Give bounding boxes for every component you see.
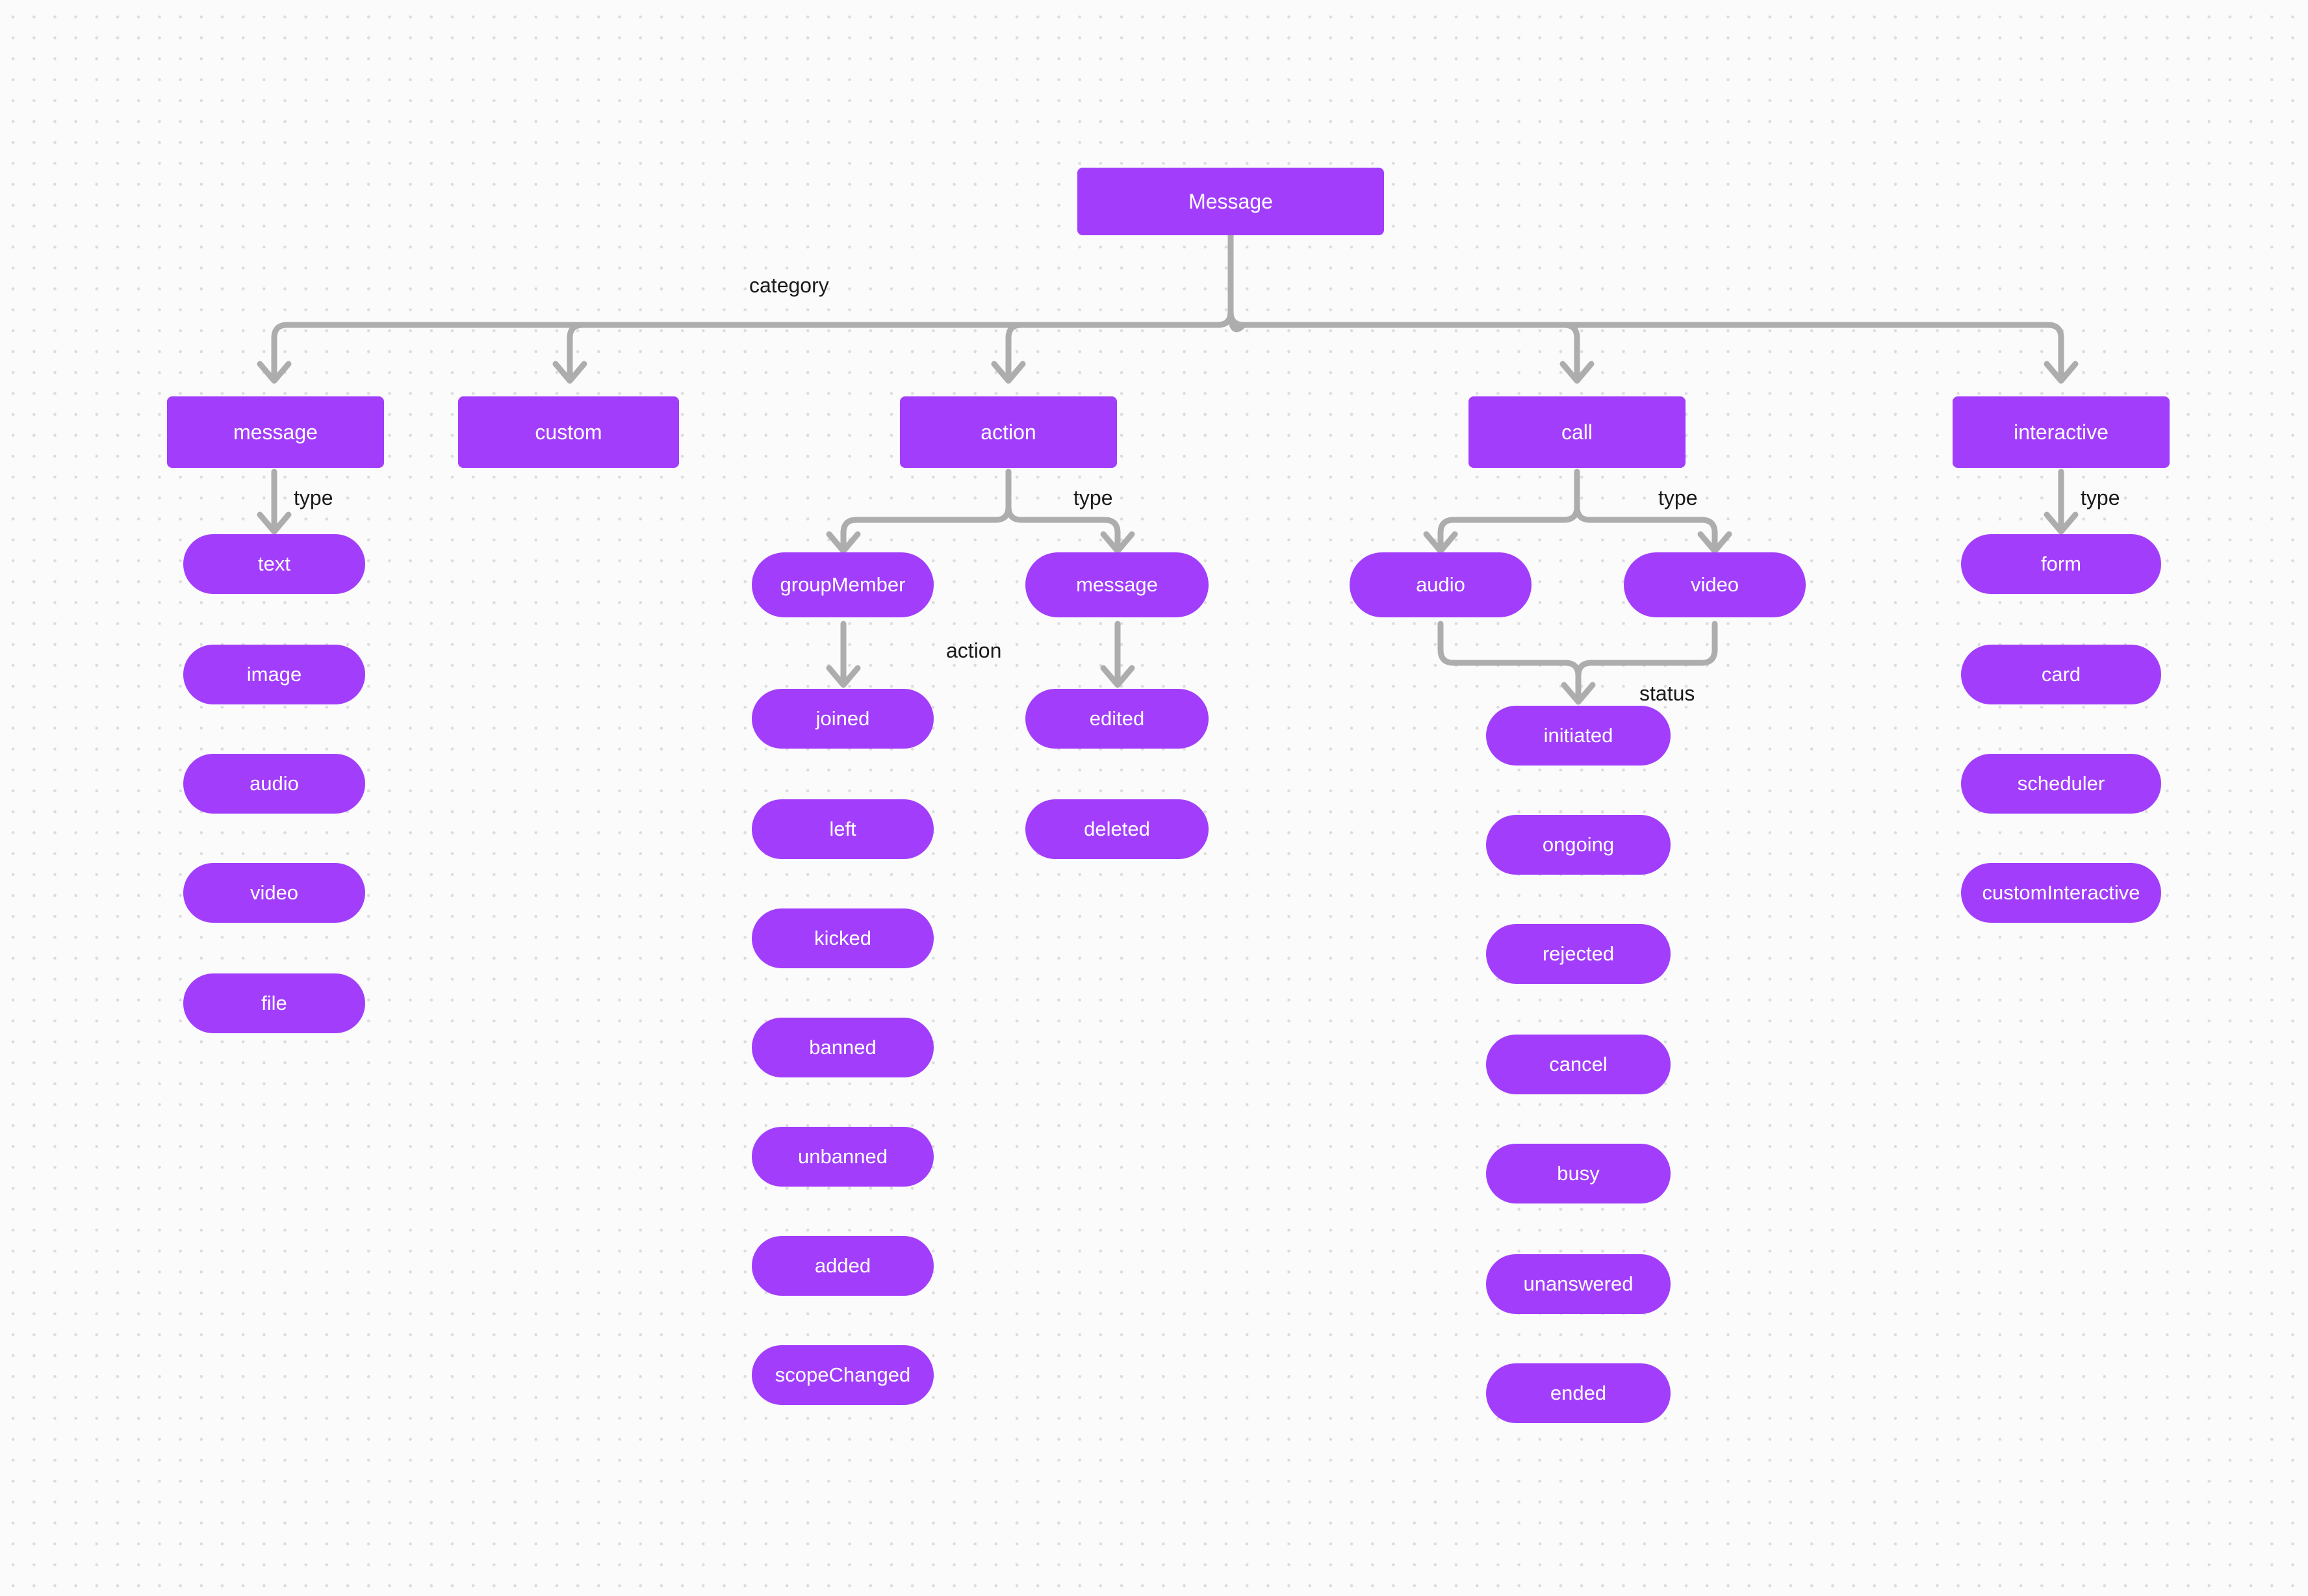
edge-root-to-call — [1227, 232, 1580, 379]
node-groupmember-action-joined[interactable]: joined — [752, 689, 934, 749]
node-call-status-rejected[interactable]: rejected — [1486, 924, 1671, 984]
node-interactive-type-card[interactable]: card — [1961, 645, 2161, 704]
node-message-type-video[interactable]: video — [183, 863, 365, 923]
node-groupmember-action-kicked[interactable]: kicked — [752, 908, 934, 968]
arrow-to-text — [260, 515, 288, 532]
arrow-to-interactive — [2047, 364, 2075, 381]
arrow-to-message — [260, 364, 288, 381]
node-groupmember-action-scopechanged[interactable]: scopeChanged — [752, 1345, 934, 1405]
edge-audio-to-initiated — [1437, 621, 1582, 700]
node-call-type-video[interactable]: video — [1624, 552, 1806, 617]
node-interactive-type-custominteractive[interactable]: customInteractive — [1961, 863, 2161, 923]
edge-root-to-interactive — [1227, 232, 2064, 379]
edge-label-call-type: type — [1658, 486, 1698, 509]
edge-call-to-audio — [1437, 469, 1580, 549]
node-call-status-unanswered[interactable]: unanswered — [1486, 1254, 1671, 1314]
node-call-status-ongoing[interactable]: ongoing — [1486, 815, 1671, 875]
node-message-type-file[interactable]: file — [183, 973, 365, 1033]
node-category-custom[interactable]: custom — [458, 396, 679, 468]
node-interactive-type-form[interactable]: form — [1961, 534, 2161, 594]
node-category-interactive[interactable]: interactive — [1953, 396, 2170, 468]
node-call-type-audio[interactable]: audio — [1350, 552, 1532, 617]
arrow-to-video — [1700, 534, 1729, 551]
node-call-status-ended[interactable]: ended — [1486, 1363, 1671, 1423]
node-action-type-groupmember[interactable]: groupMember — [752, 552, 934, 617]
node-groupmember-action-left[interactable]: left — [752, 799, 934, 859]
node-message-type-audio[interactable]: audio — [183, 754, 365, 814]
node-action-type-message[interactable]: message — [1025, 552, 1209, 617]
edge-label-action-action: action — [946, 639, 1002, 662]
node-message-type-text[interactable]: text — [183, 534, 365, 594]
arrow-to-edited — [1103, 668, 1132, 685]
node-category-action[interactable]: action — [900, 396, 1117, 468]
node-groupmember-action-added[interactable]: added — [752, 1236, 934, 1296]
edge-label-message-type: type — [294, 486, 333, 509]
arrow-to-messageaction — [1103, 534, 1132, 551]
node-message-action-edited[interactable]: edited — [1025, 689, 1209, 749]
arrow-to-initiated — [1564, 685, 1593, 702]
node-category-message[interactable]: message — [167, 396, 384, 468]
node-call-status-busy[interactable]: busy — [1486, 1144, 1671, 1203]
node-interactive-type-scheduler[interactable]: scheduler — [1961, 754, 2161, 814]
edge-action-to-groupmember — [840, 469, 1012, 549]
node-message-action-deleted[interactable]: deleted — [1025, 799, 1209, 859]
edge-label-category: category — [749, 274, 829, 297]
node-groupmember-action-banned[interactable]: banned — [752, 1018, 934, 1077]
node-message-root[interactable]: Message — [1077, 168, 1384, 235]
edge-root-to-message — [271, 232, 1234, 379]
arrow-to-groupmember — [829, 534, 858, 551]
node-call-status-initiated[interactable]: initiated — [1486, 706, 1671, 766]
edge-label-interactive-type: type — [2081, 486, 2120, 509]
edge-root-to-custom — [567, 232, 1234, 379]
edge-root-to-action — [1005, 232, 1234, 379]
node-message-type-image[interactable]: image — [183, 645, 365, 704]
node-groupmember-action-unbanned[interactable]: unbanned — [752, 1127, 934, 1187]
arrow-to-custom — [556, 364, 584, 381]
node-call-status-cancel[interactable]: cancel — [1486, 1035, 1671, 1094]
arrow-to-call — [1563, 364, 1591, 381]
arrow-to-audio — [1426, 534, 1455, 551]
node-category-call[interactable]: call — [1468, 396, 1686, 468]
arrow-to-joined — [829, 668, 858, 685]
edge-label-action-type: type — [1073, 486, 1113, 509]
arrow-to-form — [2047, 515, 2075, 532]
edge-label-call-status: status — [1639, 682, 1695, 705]
arrow-to-action — [994, 364, 1023, 381]
